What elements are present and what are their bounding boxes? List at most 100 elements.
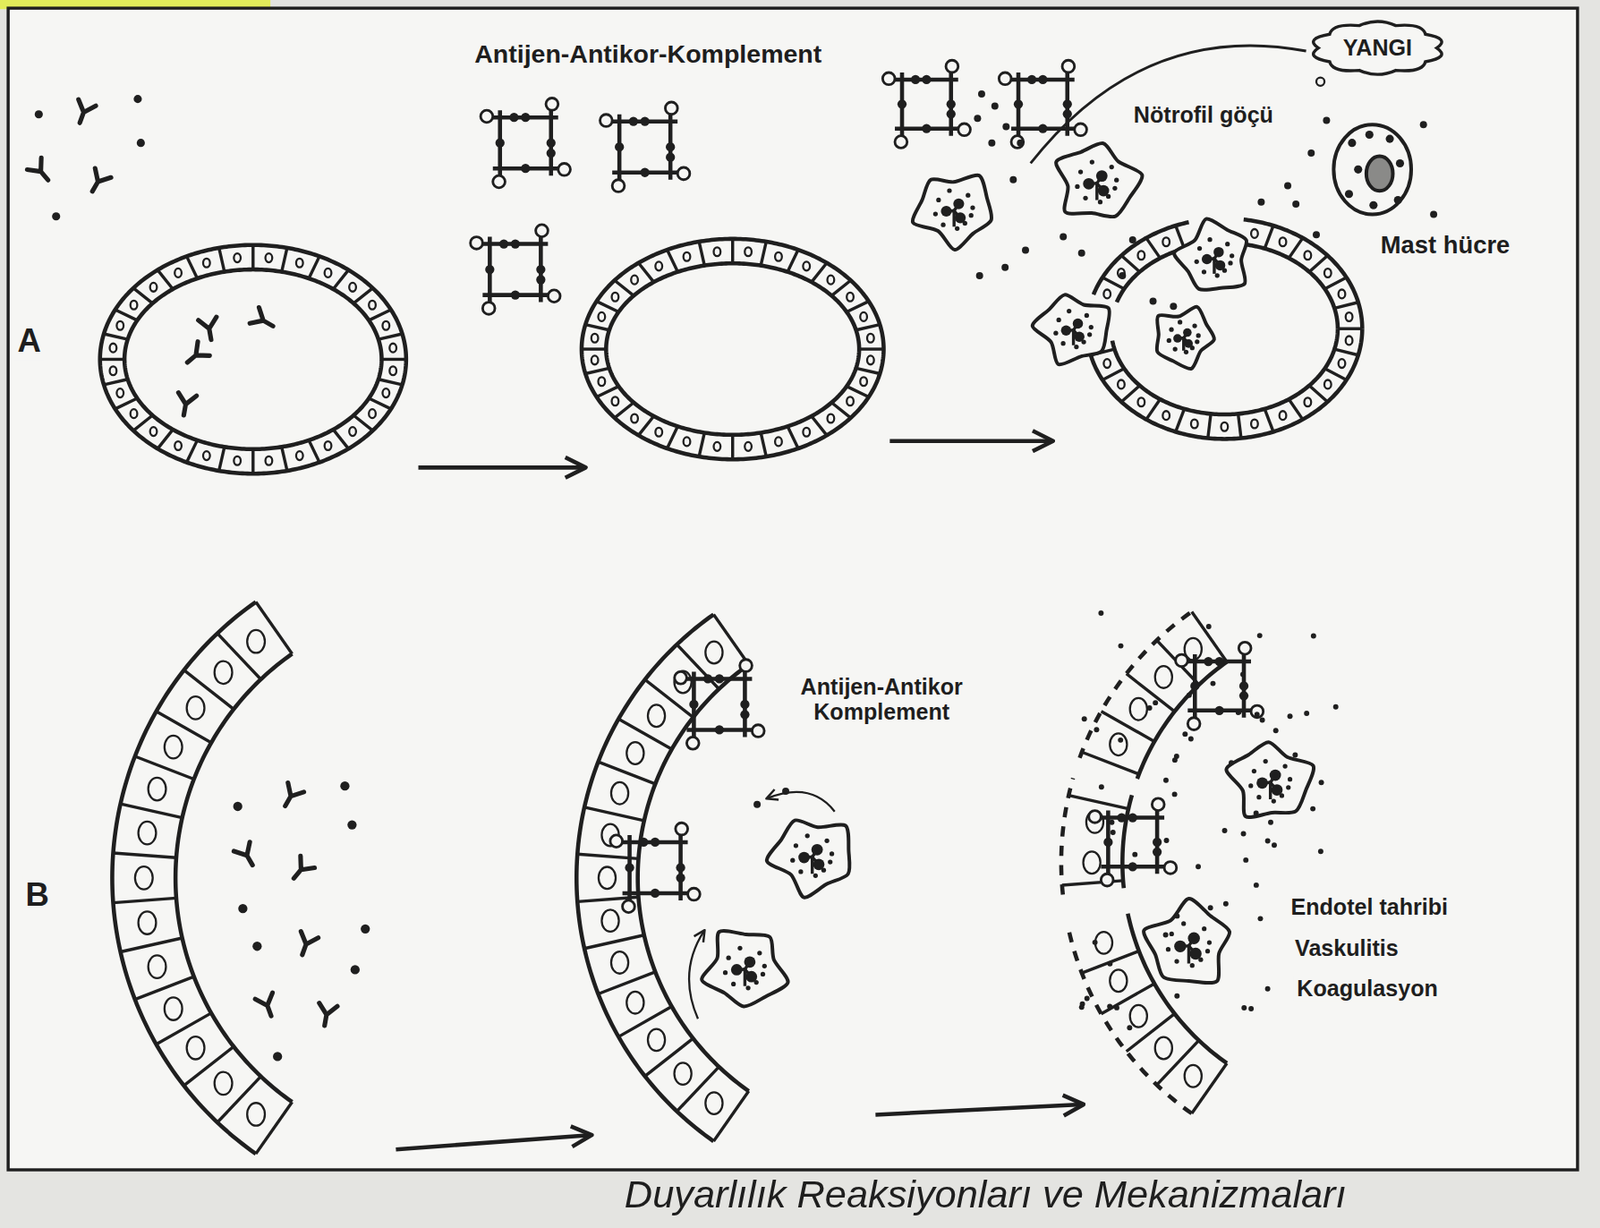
granule — [1060, 340, 1065, 346]
antigen-dot — [1172, 791, 1178, 797]
antigen-dot — [1239, 680, 1249, 690]
antibody-symbol — [255, 992, 280, 1020]
cell-border — [667, 249, 679, 273]
antigen-dot — [1152, 699, 1158, 706]
vessel-wall — [100, 245, 407, 474]
antigen-dot — [987, 139, 996, 147]
cell-border — [157, 429, 173, 449]
antigen-dot — [946, 99, 956, 109]
granule — [1169, 931, 1175, 937]
cell-nucleus — [1324, 380, 1332, 390]
immune-complex — [470, 224, 561, 315]
granule — [760, 971, 766, 977]
cell-nucleus — [233, 456, 241, 466]
granule — [1196, 332, 1201, 338]
antibody-symbol — [84, 168, 111, 196]
cell-border — [638, 263, 655, 282]
granule — [1174, 958, 1179, 963]
antigen-dot — [1016, 139, 1024, 147]
granule — [1165, 946, 1171, 952]
granule — [745, 985, 750, 990]
cell-nucleus — [382, 321, 390, 331]
cell-nucleus — [612, 396, 620, 406]
cell-border — [332, 270, 349, 290]
granule — [1344, 189, 1354, 198]
nucleus-lobe — [1183, 339, 1193, 349]
cell-border — [859, 347, 884, 350]
nucleus-lobe — [953, 198, 964, 210]
cell-membrane — [1225, 741, 1314, 818]
granule — [726, 955, 732, 961]
cell-border — [787, 249, 799, 273]
cell-nucleus — [148, 954, 167, 978]
cell-border — [1337, 327, 1362, 331]
cell-nucleus — [246, 1102, 265, 1125]
complement-bead — [1074, 123, 1088, 137]
cell-border — [585, 324, 610, 331]
antigen-dot — [1152, 847, 1162, 857]
antigen-dot — [51, 212, 60, 221]
annotation-label: Antijen-Antikor-Komplement — [471, 38, 826, 69]
cell-membrane — [701, 930, 788, 1007]
antigen-dot — [1116, 812, 1126, 822]
cell-membrane — [766, 819, 851, 897]
complement-bead — [677, 167, 690, 180]
complement-bead — [610, 834, 623, 848]
cell-nucleus — [683, 252, 691, 262]
cell-nucleus — [246, 629, 265, 653]
complex-frame — [612, 114, 678, 180]
cell-nucleus — [683, 436, 691, 446]
antigen-dot — [740, 699, 749, 709]
granule — [1353, 165, 1362, 174]
vessel-edge — [111, 602, 256, 1155]
antigen-dot — [1163, 777, 1169, 783]
cell-nucleus — [214, 1072, 233, 1095]
cell-nucleus — [1103, 358, 1111, 368]
antigen-dot — [350, 964, 360, 974]
antigen-dot — [1163, 932, 1169, 938]
cell-nucleus — [1155, 1037, 1173, 1060]
granule — [790, 858, 795, 863]
complement-bead — [688, 887, 701, 901]
nucleus-stem — [1182, 336, 1185, 350]
vessel-wall — [581, 238, 885, 460]
panel-letter: A — [14, 322, 44, 360]
antigen-dot — [1063, 109, 1073, 119]
granule — [1369, 201, 1378, 210]
antigen-dot — [509, 112, 519, 122]
antigen-dot — [978, 90, 986, 98]
antigen-dot — [1081, 715, 1088, 722]
granule — [1282, 763, 1287, 768]
cell-nucleus — [368, 300, 376, 310]
cell-nucleus — [598, 312, 606, 322]
vessel-edge — [124, 269, 382, 450]
cell-nucleus — [612, 292, 620, 302]
cell-nucleus — [148, 777, 167, 800]
complex-frame — [894, 72, 959, 137]
antigen-dot — [675, 873, 685, 883]
complement-bead — [599, 114, 613, 128]
antigen-dot — [638, 837, 648, 847]
neutrophil — [1143, 898, 1230, 983]
annotation-label: Koagulasyon — [1293, 975, 1441, 1002]
vessel-wall — [576, 614, 749, 1142]
cell-membrane — [1143, 898, 1230, 983]
complement-bead — [547, 289, 561, 303]
antigen-dot — [238, 903, 247, 913]
antigen-dot — [1093, 726, 1099, 732]
antigen-dot — [1257, 198, 1265, 206]
cell-border — [856, 367, 881, 374]
cell-nucleus — [1338, 289, 1346, 298]
antigen-dot — [629, 117, 639, 127]
antigen-dot — [1063, 99, 1073, 109]
cell-nucleus — [774, 252, 783, 262]
complement-bead — [1100, 873, 1114, 886]
cell-border — [103, 333, 128, 340]
granule — [1225, 241, 1230, 247]
granule — [1201, 269, 1207, 274]
cell-border — [667, 425, 679, 449]
antigen-dot — [1080, 1001, 1086, 1007]
complement-bead — [558, 162, 571, 176]
figure-caption: Duyarlılık Reaksiyonları ve Mekanizmalar… — [624, 1174, 1347, 1218]
cell-border — [584, 935, 645, 949]
